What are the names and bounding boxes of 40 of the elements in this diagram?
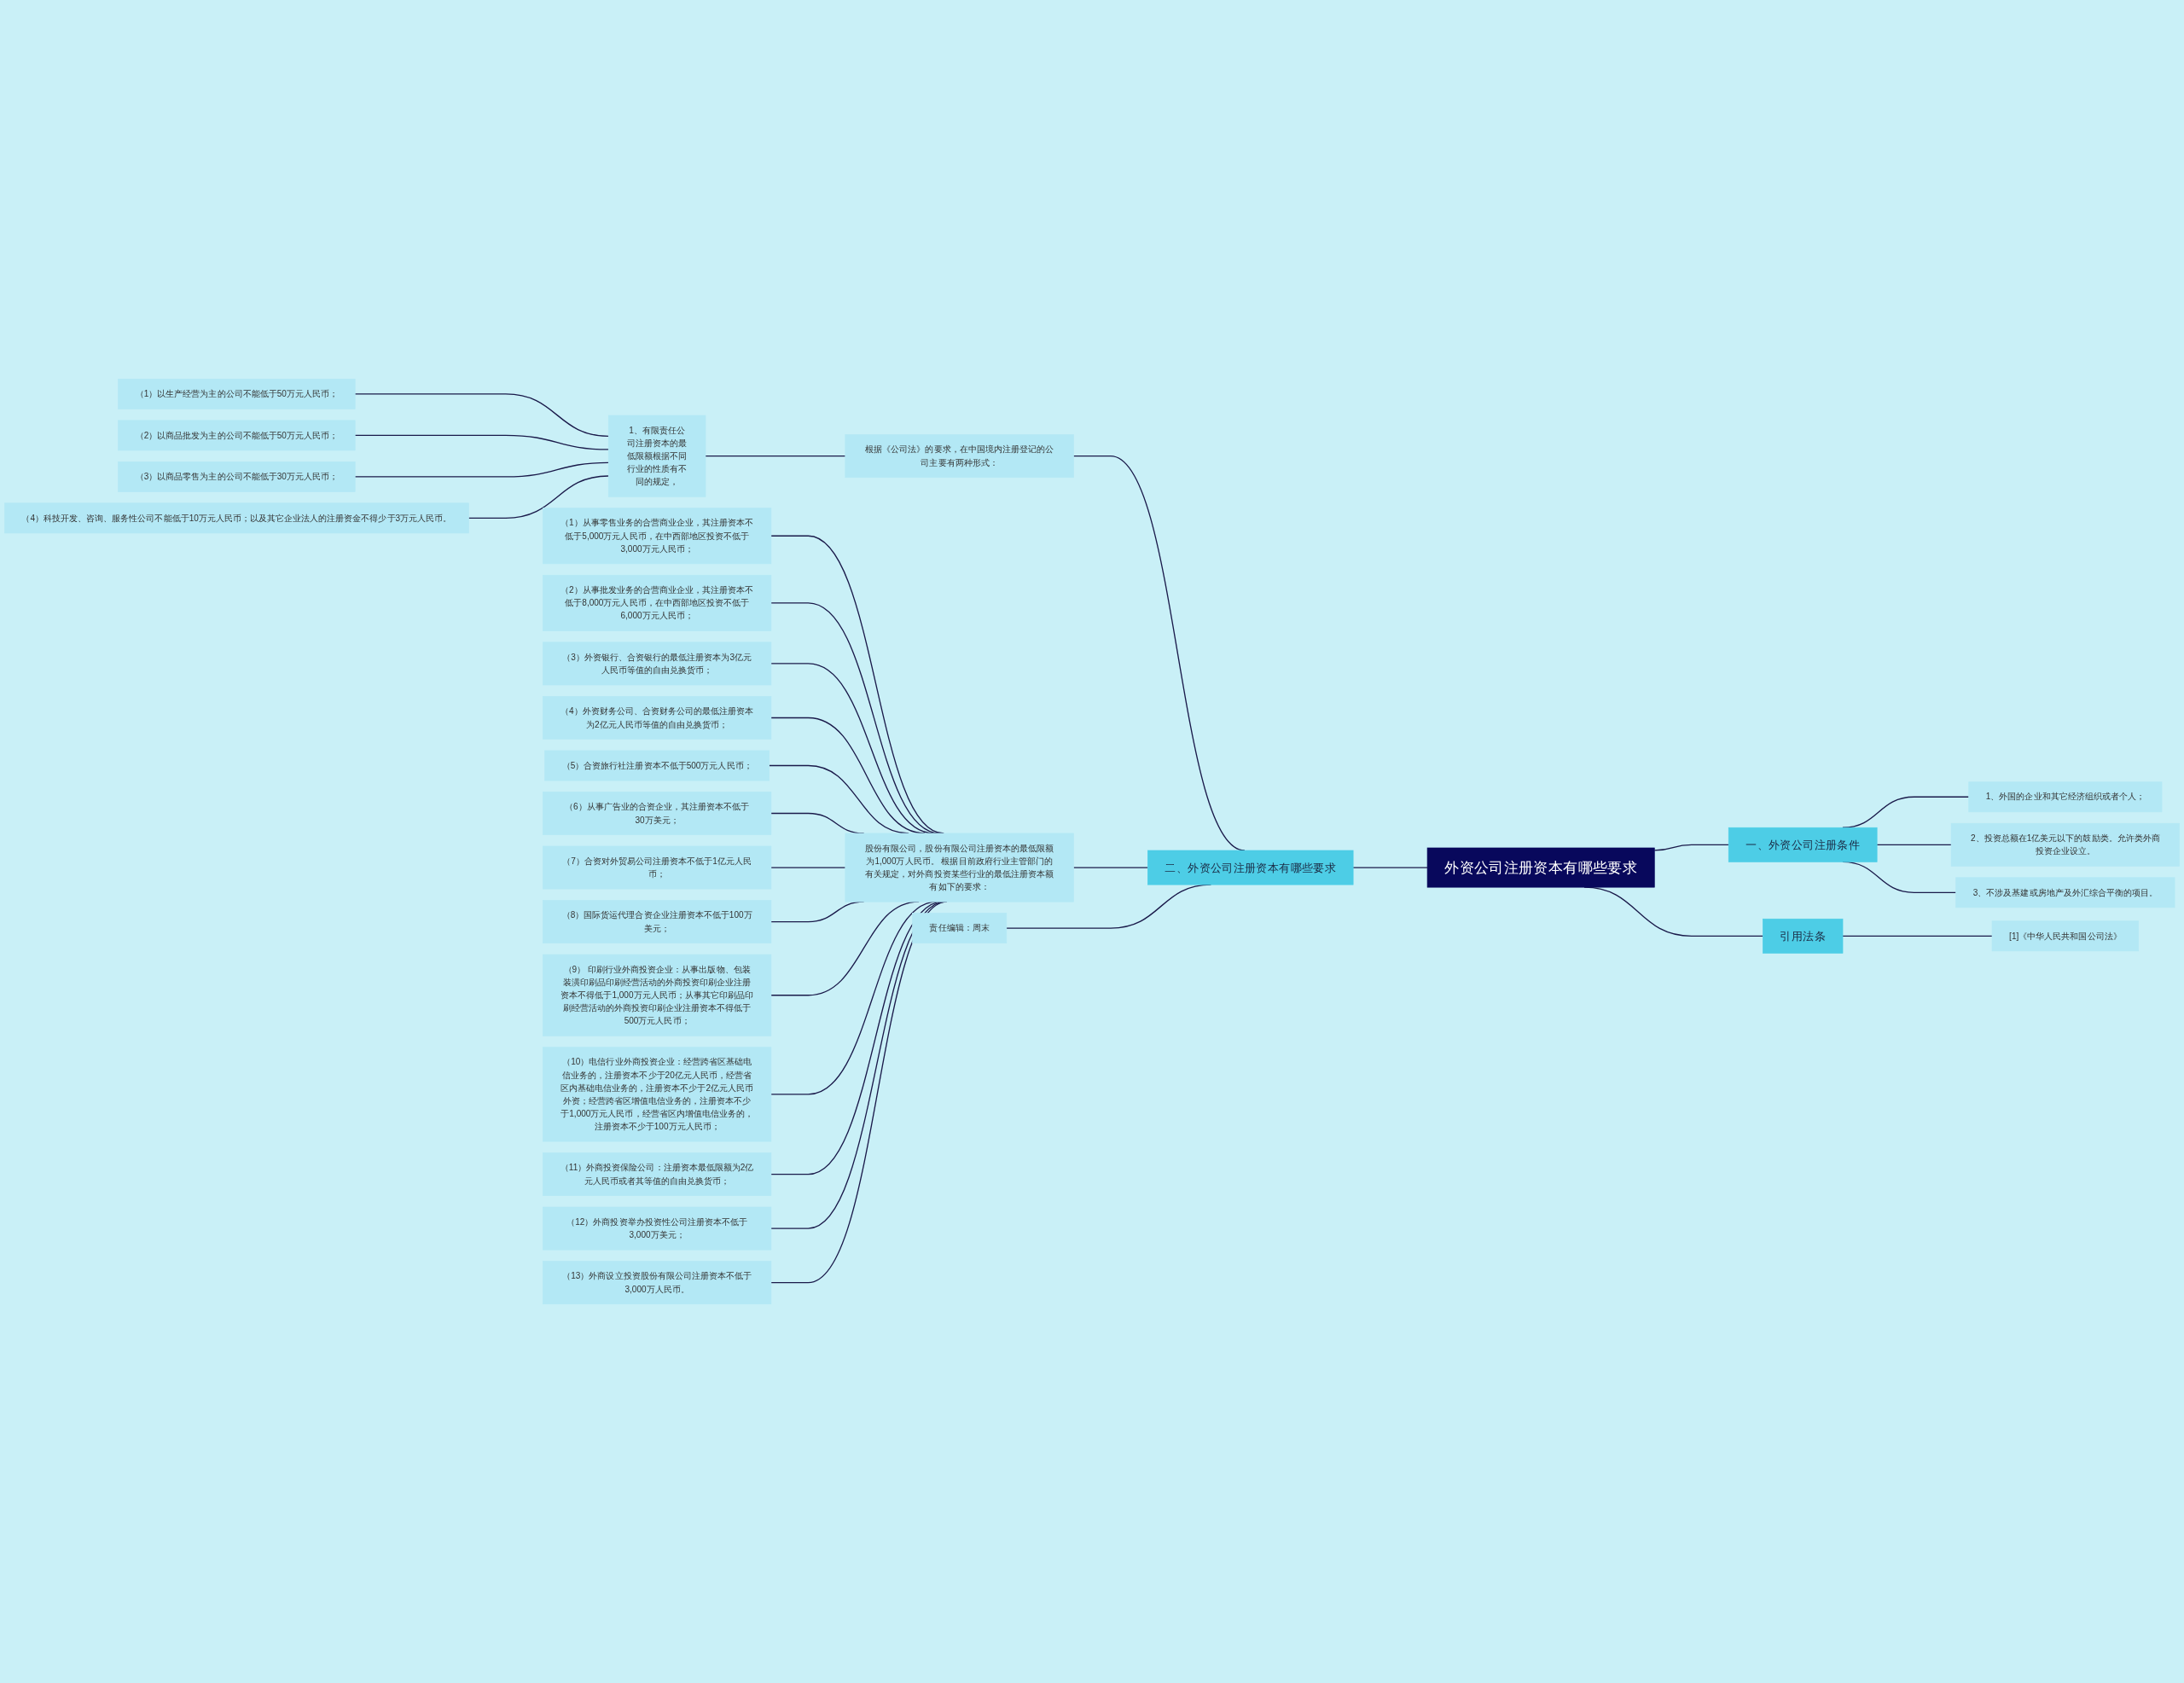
node-box: （2）以商品批发为主的公司不能低于50万元人民币； bbox=[118, 420, 356, 451]
node-box: 3、不涉及基建或房地产及外汇综合平衡的项目。 bbox=[1955, 877, 2175, 908]
node-box: （3）以商品零售为主的公司不能低于30万元人民币； bbox=[118, 461, 356, 492]
connector bbox=[705, 455, 846, 457]
node-box: （5）合资旅行社注册资本不低于500万元人民币； bbox=[544, 750, 770, 781]
node-box: （11）外商投资保险公司：注册资本最低限额为2亿元人民币或者其等值的自由兑换货币； bbox=[543, 1152, 772, 1196]
connector bbox=[354, 461, 609, 478]
node-box: 二、外资公司注册资本有哪些要求 bbox=[1147, 850, 1354, 885]
node-box: （3）外资银行、合资银行的最低注册资本为3亿元人民币等值的自由兑换货币； bbox=[543, 641, 772, 686]
node-box: 股份有限公司，股份有限公司注册资本的最低限额为1,000万人民币。 根据目前政府行业主管部门的有关规定，对外商投资某些行业的最低注册资本额有如下的要求： bbox=[845, 833, 1074, 902]
node-box: （2）从事批发业务的合营商业企业，其注册资本不低于8,000万元人民币，在中西部地区投资不低于6,000万元人民币； bbox=[543, 574, 772, 631]
node-box: （1）从事零售业务的合营商业企业，其注册资本不低于5,000万元人民币，在中西部地区投资不低于3,000万元人民币； bbox=[543, 508, 772, 565]
node-box: [1]《中华人民共和国公司法》 bbox=[1991, 920, 2140, 952]
node-box: （4）科技开发、咨询、服务性公司不能低于10万元人民币；以及其它企业法人的注册资金不得少于3万元人民币。 bbox=[4, 502, 469, 534]
node-box: （7）合资对外贸易公司注册资本不低于1亿元人民币； bbox=[543, 845, 772, 890]
node-box: （6）从事广告业的合资企业，其注册资本不低于30万美元； bbox=[543, 792, 772, 835]
connector bbox=[1072, 867, 1148, 868]
node-box: （9） 印刷行业外商投资企业：从事出版物、包装装潢印刷品印刷经营活动的外商投资印刷企业注册资本不得低于1,000万元人民币；从事其它印刷品印刷经营活动的外商投资印刷企业注册资本不得低于500万元人民币； bbox=[543, 954, 772, 1036]
connector bbox=[1352, 867, 1428, 868]
connector bbox=[1876, 844, 1952, 845]
connector bbox=[1653, 844, 1729, 851]
node-box: 1、有限责任公司注册资本的最低限额根据不同行业的性质有不同的规定， bbox=[607, 415, 706, 497]
node-box: 根据《公司法》的要求，在中国境内注册登记的公司主要有两种形式： bbox=[845, 434, 1074, 478]
node-box: 责任编辑：周末 bbox=[912, 913, 1008, 943]
node-box: （10）电信行业外商投资企业：经营跨省区基础电信业务的，注册资本不少于20亿元人民币，经营省区内基础电信业务的，注册资本不少于2亿元人民币外资；经营跨省区增值电信业务的，注册资本不少于1,000万元人民币，经营省区内增值电信业务的，注册资本不少于100万元人民币； bbox=[543, 1047, 772, 1142]
node-box: 2、投资总额在1亿美元以下的鼓励类。允许类外商投资企业设立。 bbox=[1950, 822, 2180, 867]
node-box: （4）外资财务公司、合资财务公司的最低注册资本为2亿元人民币等值的自由兑换货币； bbox=[543, 696, 772, 740]
connector bbox=[354, 434, 609, 450]
node-box: （13）外商设立投资股份有限公司注册资本不低于3,000万人民币。 bbox=[543, 1261, 772, 1305]
node-box: 1、外国的企业和其它经济组织或者个人； bbox=[1968, 781, 2163, 813]
node-box: （8）国际货运代理合资企业注册资本不低于100万美元； bbox=[543, 900, 772, 943]
node-box: 引用法条 bbox=[1763, 918, 1844, 954]
connector bbox=[1842, 935, 1993, 937]
connector bbox=[354, 393, 609, 437]
node-box: （12）外商投资举办投资性公司注册资本不低于3,000万美元； bbox=[543, 1206, 772, 1251]
connector bbox=[468, 475, 609, 519]
node-box: （1）以生产经营为主的公司不能低于50万元人民币； bbox=[118, 378, 356, 409]
node-box: 一、外资公司注册条件 bbox=[1728, 827, 1878, 862]
node-box: 外资公司注册资本有哪些要求 bbox=[1426, 847, 1655, 888]
connector bbox=[770, 867, 846, 868]
